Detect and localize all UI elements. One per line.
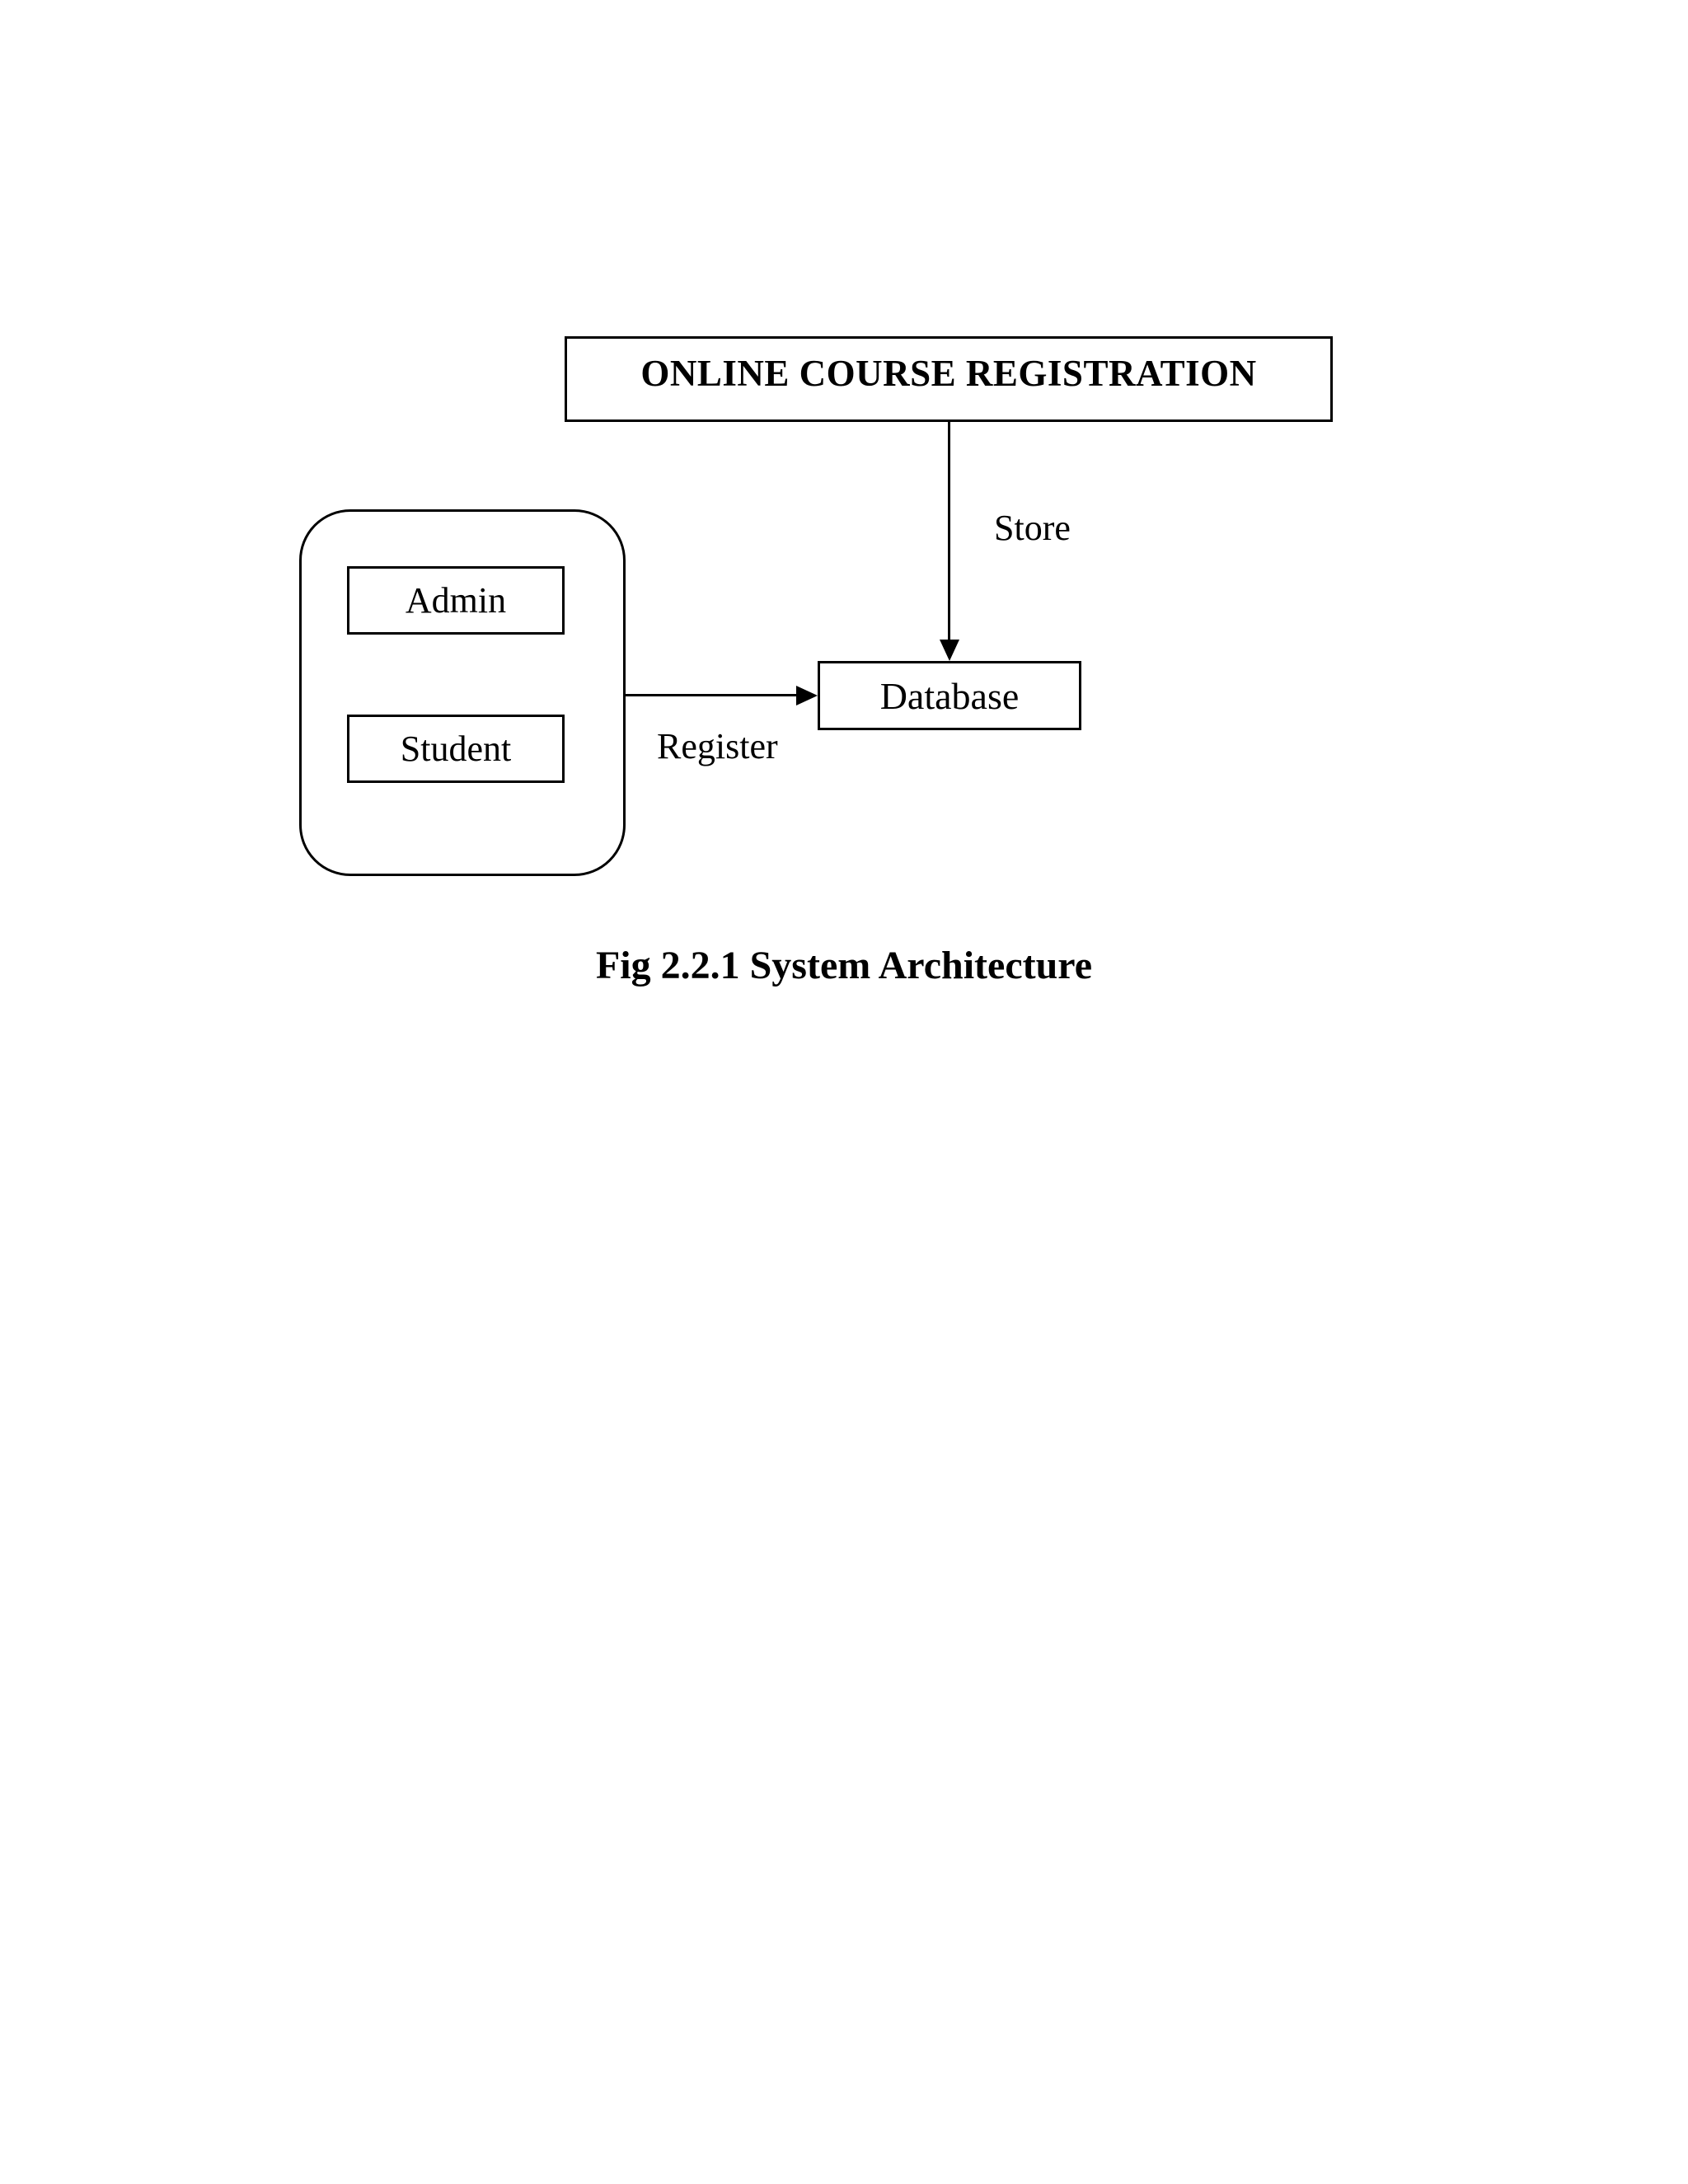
- arrowhead-down-icon: [940, 640, 959, 661]
- store-edge-label: Store: [994, 508, 1071, 548]
- node-database-label: Database: [879, 674, 1020, 717]
- figure-caption: Fig 2.2.1 System Architecture: [595, 944, 1093, 987]
- node-student: Student: [347, 715, 565, 783]
- node-admin: Admin: [347, 566, 565, 635]
- node-database: Database: [818, 661, 1081, 730]
- node-online-course-registration: ONLINE COURSE REGISTRATION: [565, 336, 1333, 422]
- node-admin-label: Admin: [405, 580, 507, 621]
- store-edge-line: [948, 422, 950, 641]
- node-online-course-registration-label: ONLINE COURSE REGISTRATION: [640, 353, 1257, 394]
- register-edge-line: [626, 694, 798, 696]
- node-student-label: Student: [400, 729, 512, 769]
- register-edge-label: Register: [657, 726, 778, 766]
- actor-group-container: [299, 509, 626, 876]
- arrowhead-right-icon: [796, 686, 818, 705]
